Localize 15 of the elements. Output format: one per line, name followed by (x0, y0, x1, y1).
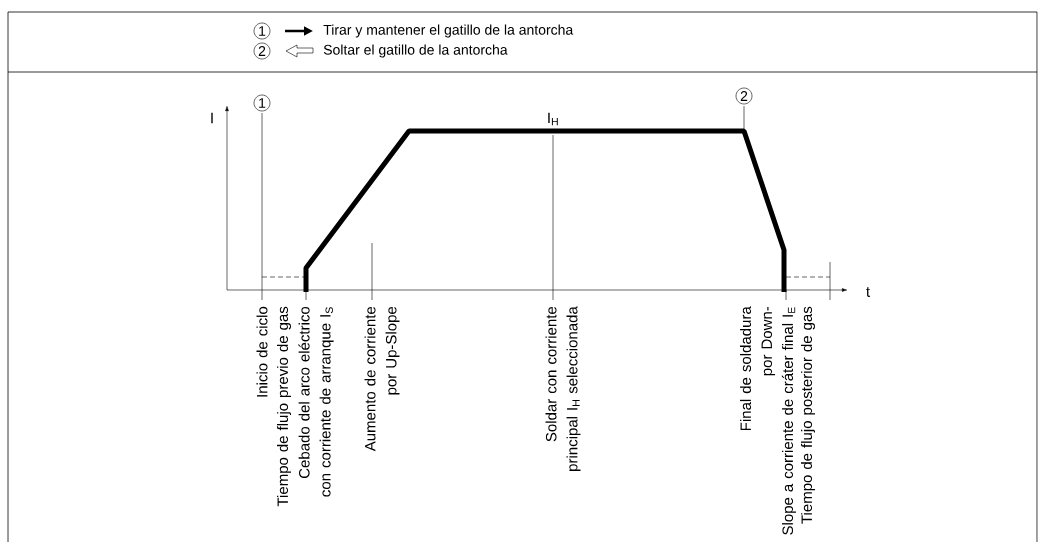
axis-label: I (211, 112, 213, 124)
legend-text: Soltar el gatillo de la antorcha (323, 44, 508, 58)
phase-label: Aumento de corriente por Up-Slope (364, 306, 400, 452)
circled-number: 1 (253, 94, 271, 112)
axis-label: I$_{H}$ (548, 112, 558, 126)
phase-label: Final de soldadura por Down-Slope a corriente de cráter final I$_{E}$ (740, 306, 796, 535)
legend-text: Tirar y mantener el gatillo de la antorcha (323, 24, 574, 38)
axis-label: t (866, 287, 870, 297)
phase-label: Tiempo de flujo previo de gas (277, 306, 291, 507)
phase-label: Inicio de ciclo (256, 306, 268, 397)
circled-number: 2 (735, 87, 753, 105)
circled-number: 1 (253, 22, 271, 40)
phase-label: Tiempo de flujo posterior de gas (801, 306, 815, 524)
circled-number: 2 (253, 42, 271, 60)
phase-label: Cebado del arco eléctrico con corriente de arranque I$_{S}$ (298, 306, 334, 497)
